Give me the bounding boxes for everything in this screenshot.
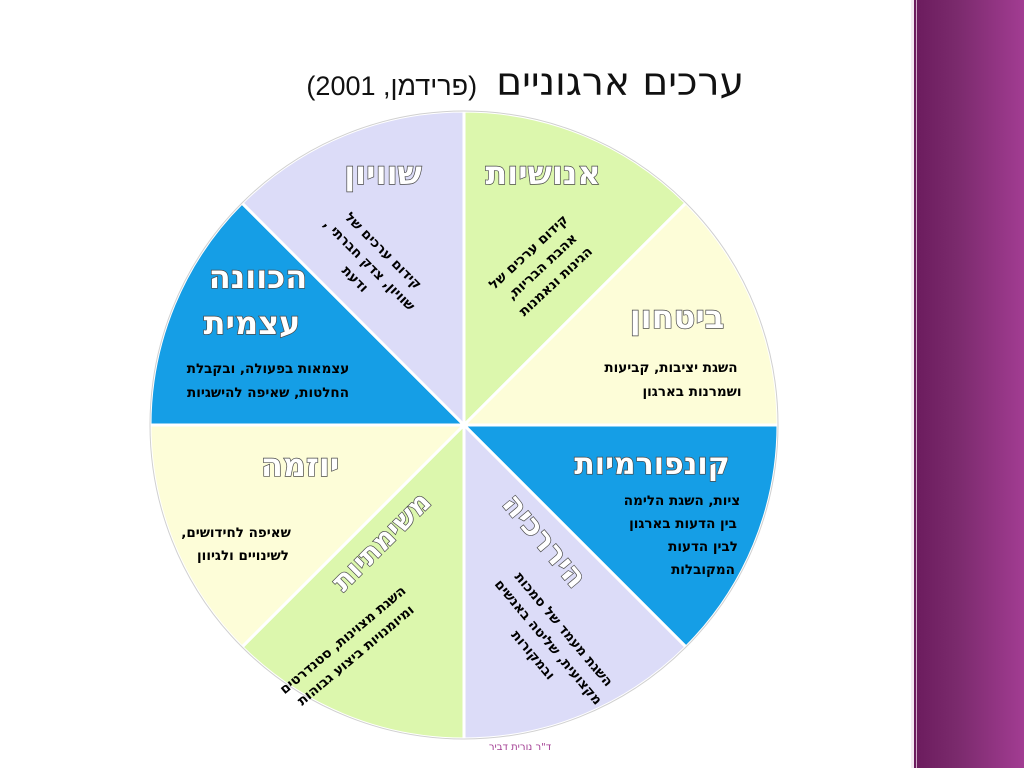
desc-conformity-line: ציות, השגת הלימה <box>624 493 740 509</box>
wheel-outline <box>149 110 779 740</box>
label-initiative: יוזמה <box>261 446 339 484</box>
footer-author: ד"ר נורית דביר <box>488 742 552 753</box>
label-conformity: קונפורמיות <box>574 447 729 482</box>
label-self-direction-1: הכוונה <box>209 258 308 296</box>
values-wheel: אנושיות קידום ערכים של אהבת הבריות, הגינ… <box>148 109 780 741</box>
title-citation: (פרידמן, 2001) <box>306 71 478 101</box>
label-self-direction-2: עצמית <box>204 304 301 342</box>
desc-conformity-line: בין הדעות בארגון <box>629 516 737 532</box>
label-security: ביטחון <box>630 298 725 336</box>
title-main: ערכים ארגוניים <box>496 60 744 105</box>
desc-initiative-line: לשינויים ולגיוון <box>197 548 289 564</box>
side-divider-line <box>911 0 914 768</box>
slide-title: ערכים ארגוניים (פרידמן, 2001) <box>184 60 744 110</box>
desc-conformity-line: המקובלות <box>671 562 735 578</box>
desc-security-line: ושמרנות בארגון <box>643 384 742 400</box>
side-divider-line-thin <box>916 0 917 768</box>
wheel-sectors <box>148 109 780 741</box>
desc-self-direction-line: החלטות, שאיפה להישגיות <box>187 385 349 401</box>
desc-conformity-line: לבין הדעות <box>668 539 738 555</box>
label-equality: שוויון <box>344 154 422 192</box>
desc-security-line: השגת יציבות, קביעות <box>604 360 737 376</box>
desc-initiative-line: שאיפה לחידושים, <box>181 525 291 541</box>
label-humanism: אנושיות <box>485 154 600 192</box>
desc-self-direction-line: עצמאות בפעולה, ובקבלת <box>187 361 349 377</box>
side-stripe <box>911 0 1024 768</box>
